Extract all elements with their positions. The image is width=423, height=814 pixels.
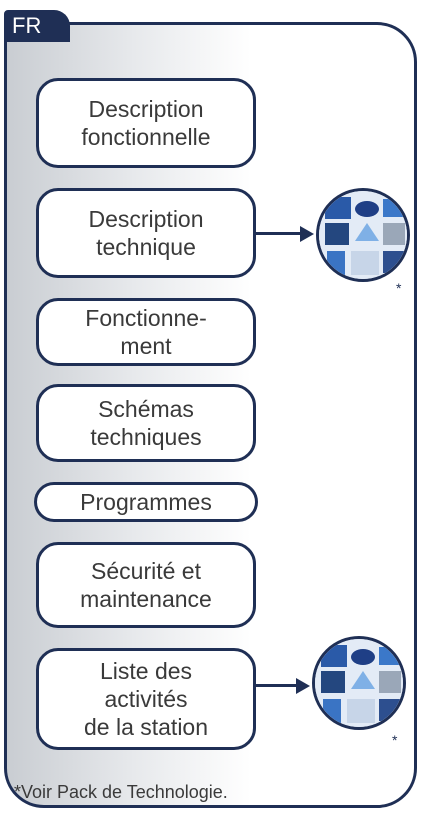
box-fonctionnement[interactable]: Fonctionne- ment — [36, 298, 256, 366]
box-description-fonctionnelle[interactable]: Description fonctionnelle — [36, 78, 256, 168]
footnote: *Voir Pack de Technologie. — [14, 782, 228, 802]
box-label: Liste des activités de la station — [83, 658, 209, 740]
technology-pack-icon[interactable] — [316, 188, 410, 282]
technology-pack-marker: * — [396, 280, 402, 296]
arrow-line-activites — [256, 684, 298, 687]
technology-pack-marker: * — [392, 732, 398, 748]
box-liste-activites[interactable]: Liste des activités de la station — [36, 648, 256, 750]
box-schemas-techniques[interactable]: Schémas techniques — [36, 384, 256, 462]
box-label: Fonctionne- ment — [85, 305, 207, 359]
language-tab[interactable]: FR — [4, 10, 70, 42]
box-securite-maintenance[interactable]: Sécurité et maintenance — [36, 542, 256, 628]
box-label: Programmes — [80, 489, 212, 515]
box-label: Sécurité et maintenance — [80, 558, 212, 612]
box-label: Description technique — [88, 206, 204, 260]
arrow-line-technique — [256, 232, 302, 235]
arrow-head-activites — [296, 678, 310, 694]
box-description-technique[interactable]: Description technique — [36, 188, 256, 278]
box-label: Description fonctionnelle — [81, 96, 211, 150]
box-programmes[interactable]: Programmes — [34, 482, 258, 522]
arrow-head-technique — [300, 226, 314, 242]
box-label: Schémas techniques — [90, 396, 202, 450]
technology-pack-icon[interactable] — [312, 636, 406, 730]
